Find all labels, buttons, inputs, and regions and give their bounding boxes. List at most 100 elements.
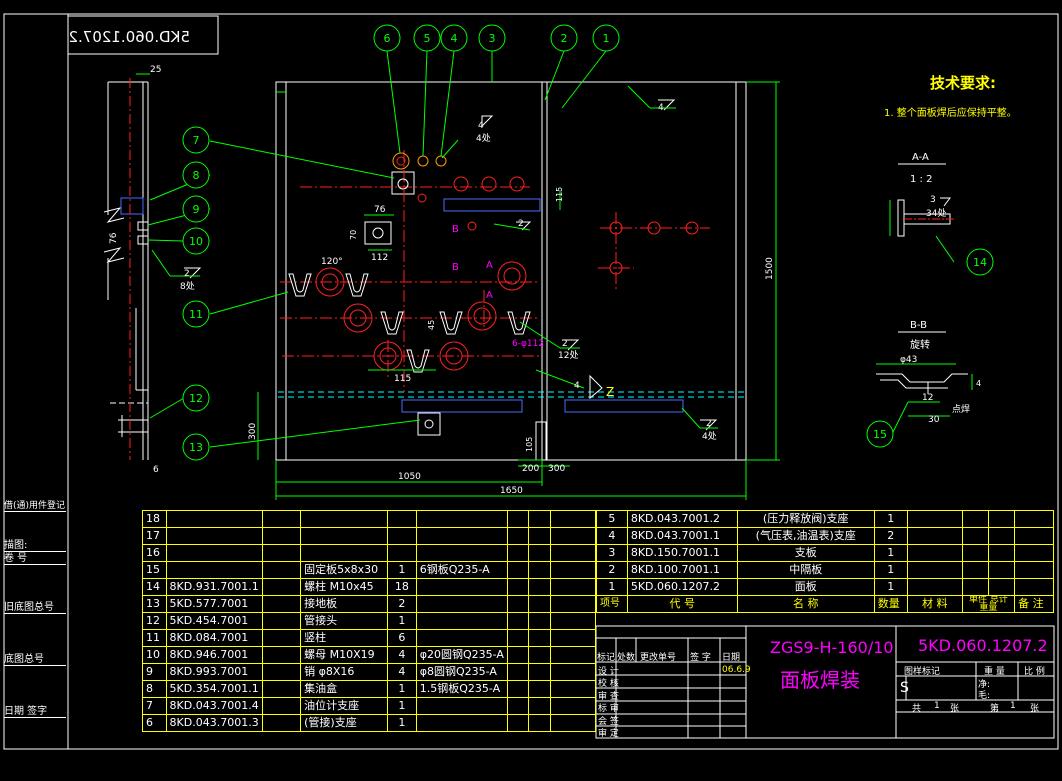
bom-left-no: 7 xyxy=(142,697,167,715)
bom-header-no: 项号 xyxy=(596,595,628,613)
callout-7: 7 xyxy=(193,134,200,147)
bom-left-empty xyxy=(261,578,302,596)
center-lines xyxy=(280,150,710,392)
callout-5: 5 xyxy=(424,32,431,45)
bom-left-no: 17 xyxy=(142,527,167,545)
design-date: 06.6.9 xyxy=(722,665,751,675)
mirrored-drawing-number: 5KD.060.1207.2 xyxy=(68,28,190,46)
section-bb-dim2: 30 xyxy=(928,415,940,425)
bom-left-qty xyxy=(387,527,417,545)
bom-right-empty xyxy=(1014,544,1054,562)
mass-net: 净: xyxy=(978,680,991,690)
bom-header-mat: 材 料 xyxy=(906,595,963,613)
bom-left-code: 8KD.946.7001 xyxy=(165,646,263,664)
bom-left-row: 16 xyxy=(142,544,597,562)
bom-right-empty xyxy=(1014,561,1054,579)
bom-left-mat xyxy=(415,510,508,528)
bom-left-empty xyxy=(261,646,302,664)
bom-left-name: 油位计支座 xyxy=(300,697,389,715)
bom-left-name: 销 φ8X16 xyxy=(300,663,389,681)
bom-header-weight: 重量 xyxy=(979,603,998,613)
bom-left-qty: 1 xyxy=(387,697,417,715)
weld-2-d: 2 xyxy=(518,219,524,229)
bom-left-name: 螺母 M10X19 xyxy=(300,646,389,664)
bom-left-mat: φ8圆钢Q235-A xyxy=(415,663,508,681)
bom-right-empty xyxy=(1014,578,1054,596)
marker-a-1: A xyxy=(486,260,493,271)
bom-right-code: 5KD.060.1207.2 xyxy=(626,578,738,596)
mass-gross: 毛: xyxy=(978,691,991,701)
side-label-shared: 借(通)用件登记 xyxy=(4,498,66,512)
side-label-base: 底图总号 xyxy=(4,650,66,666)
bom-left-code: 5KD.454.7001 xyxy=(165,612,263,630)
bom-left-qty: 6 xyxy=(387,629,417,647)
bom-left-empty xyxy=(261,680,302,698)
bom-right-empty xyxy=(906,578,963,596)
bom-left-name: 管接头 xyxy=(300,612,389,630)
callout-4: 4 xyxy=(451,32,458,45)
signature-role-label: 设 计 xyxy=(598,667,619,677)
dim-1650: 1650 xyxy=(500,486,523,496)
sheet-count-label: 共 xyxy=(912,704,922,714)
bom-left-empty xyxy=(528,680,551,698)
bom-left-code: 8KD.993.7001 xyxy=(165,663,263,681)
bom-right-empty xyxy=(1014,510,1054,528)
section-bb-rotate: 旋转 xyxy=(910,338,930,351)
section-bb-spot: 点焊 xyxy=(952,403,970,415)
front-view xyxy=(275,81,747,461)
weld-4-b: 4 xyxy=(574,381,580,391)
revision-col-label: 更改单号 xyxy=(640,653,677,663)
bom-right-empty xyxy=(987,527,1016,545)
bom-right-empty xyxy=(961,544,989,562)
bom-right-empty xyxy=(987,561,1016,579)
bom-left-qty: 1 xyxy=(387,612,417,630)
callout-11: 11 xyxy=(189,308,203,321)
bom-left-row: 17 xyxy=(142,527,597,545)
bom-left-name: 接地板 xyxy=(300,595,389,613)
dim-105: 105 xyxy=(525,437,534,452)
bom-right-name: 中隔板 xyxy=(736,561,875,579)
bom-left-code: 8KD.043.7001.3 xyxy=(165,714,263,732)
bom-left-qty: 1 xyxy=(387,561,417,579)
bom-left-code: 5KD.354.7001.1 xyxy=(165,680,263,698)
bom-header-remark: 备 注 xyxy=(1014,595,1054,613)
bom-header-weight-cell: 单件 总计 重量 xyxy=(961,595,1016,613)
signature-role-label: 标 审 xyxy=(598,704,619,715)
bom-left-empty xyxy=(261,544,302,562)
side-label-trace: 描图: xyxy=(4,536,66,552)
bom-left-mat xyxy=(415,612,508,630)
bom-right-qty: 1 xyxy=(873,510,908,528)
inner-border xyxy=(67,13,1059,750)
side-view xyxy=(103,81,149,460)
signature-role-label: 审 定 xyxy=(598,729,619,739)
bom-left-code: 8KD.084.7001 xyxy=(165,629,263,647)
mirrored-number-box xyxy=(67,15,219,55)
weld-4: 4 xyxy=(478,121,484,131)
callout-leaders xyxy=(147,50,955,448)
bom-right-no: 5 xyxy=(596,510,628,528)
bom-left-empty xyxy=(261,629,302,647)
bom-left-empty xyxy=(506,612,530,630)
callout-15: 15 xyxy=(873,428,887,441)
section-aa-title: A-A xyxy=(912,152,929,163)
section-bb-dia: φ43 xyxy=(900,355,917,365)
bom-right-no: 2 xyxy=(596,561,628,579)
bom-left-empty xyxy=(506,663,530,681)
bom-left-mat xyxy=(415,544,508,562)
bom-left-code xyxy=(165,561,263,579)
bom-header-qty: 数量 xyxy=(873,595,908,613)
stage-mark: S xyxy=(900,680,909,696)
bom-left-empty xyxy=(506,544,530,562)
dim-1500: 1500 xyxy=(765,257,775,280)
holes xyxy=(315,176,699,371)
bom-right-empty xyxy=(961,510,989,528)
bom-left-name: 竖柱 xyxy=(300,629,389,647)
sheet-count: 1 xyxy=(934,701,940,711)
bom-left-empty xyxy=(528,510,551,528)
bom-left-empty xyxy=(506,510,530,528)
